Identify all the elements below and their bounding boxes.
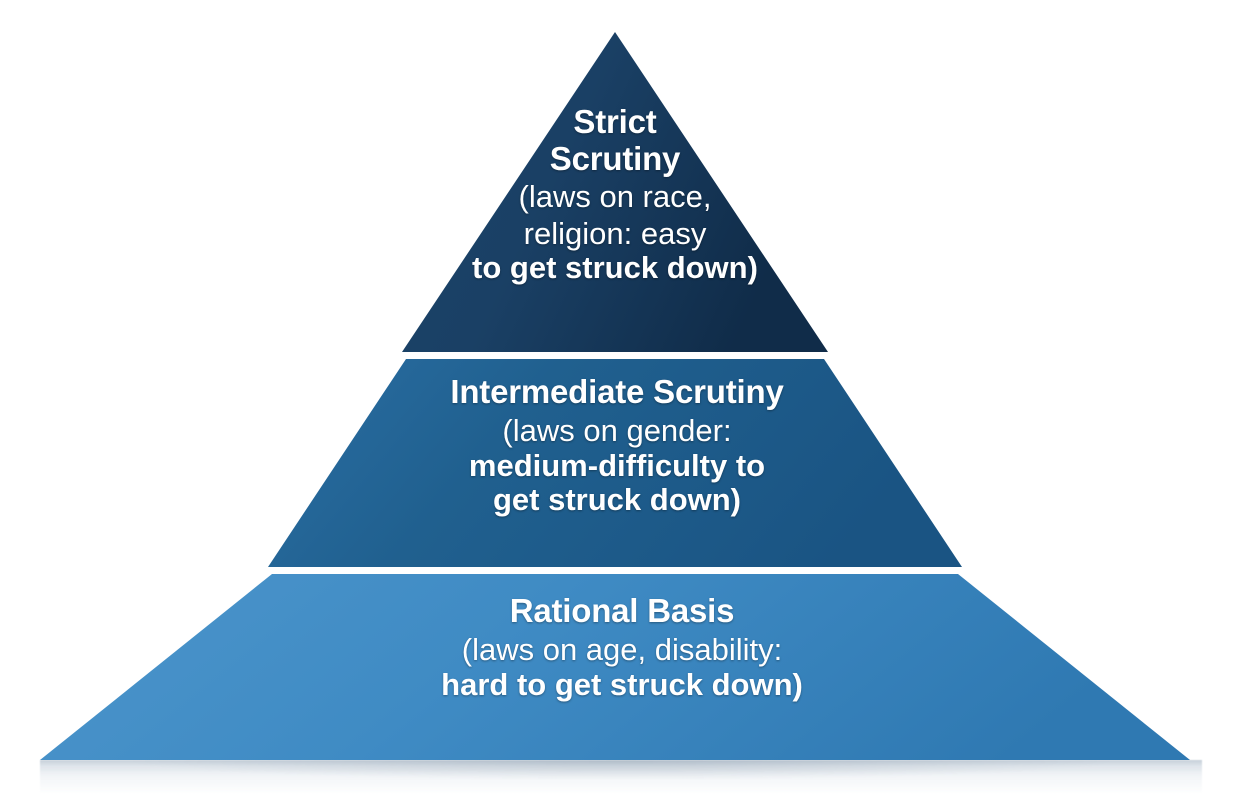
tier-top-detail-line-2: religion: easy: [523, 215, 707, 251]
pyramid-tier-bottom-label: Rational Basis (laws on age, disability:…: [232, 592, 1012, 702]
pyramid-tier-top-label: Strict Scrutiny (laws on race, religion:…: [380, 103, 850, 286]
pyramid-tier-middle-shape[interactable]: [268, 359, 962, 567]
tier-top-title-line-1: Strict: [573, 103, 657, 140]
tier-bottom-title-line-1: Rational Basis: [509, 592, 735, 629]
tier-top-detail-line-3: to get struck down): [472, 250, 758, 286]
tier-middle-title-line-1: Intermediate Scrutiny: [450, 373, 784, 410]
tier-middle-detail-line-1: (laws on gender:: [502, 412, 732, 448]
tier-middle-detail-line-3: get struck down): [492, 482, 741, 518]
pyramid-tier-bottom-shape[interactable]: [40, 574, 1190, 760]
tier-bottom-detail-line-1: (laws on age, disability:: [461, 631, 783, 667]
pyramid-tier-top-shape[interactable]: [402, 32, 828, 352]
pyramid-tier-middle-label: Intermediate Scrutiny (laws on gender: m…: [297, 373, 937, 518]
tier-top-detail-line-1: (laws on race,: [518, 178, 712, 214]
tier-middle-detail-line-2: medium-difficulty to: [468, 447, 766, 483]
tier-bottom-detail-line-2: hard to get struck down): [441, 666, 803, 702]
tier-top-title-line-2: Scrutiny: [549, 139, 681, 177]
